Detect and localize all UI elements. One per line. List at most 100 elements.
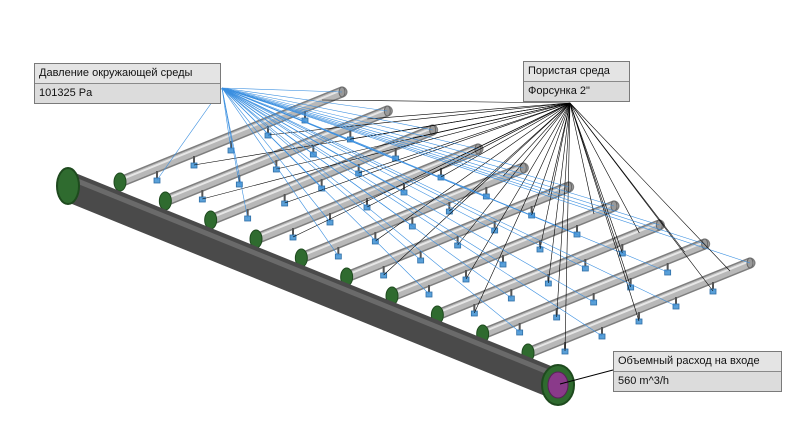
branch-pipe: [204, 124, 439, 230]
nozzle-icon: [153, 177, 161, 184]
branch-pipe-highlight: [527, 260, 751, 352]
ambient-pressure-title: Давление окружающей среды: [39, 67, 193, 79]
leader-line-ambient: [221, 87, 615, 207]
leader-line-ambient: [221, 87, 248, 219]
leader-line-porous: [539, 102, 571, 250]
leader-line-porous: [569, 102, 595, 215]
leader-line-porous: [569, 102, 731, 272]
leader-line-porous: [375, 102, 571, 242]
leader-line-ambient: [221, 87, 479, 150]
nozzle-icon: [454, 242, 462, 249]
nozzle-icon: [264, 132, 272, 139]
nozzle-icon: [289, 234, 297, 241]
header-pipe: [56, 167, 575, 406]
leader-line-ambient: [221, 87, 594, 303]
branch-pipe: [249, 143, 484, 249]
branch-pipe-body: [388, 202, 618, 300]
ambient-pressure-value: 101325 Pa: [35, 83, 220, 103]
leader-line-ambient: [221, 87, 388, 112]
branch-pipe-body: [252, 145, 482, 243]
ambient-pressure-callout: Давление окружающей среды 101325 Pa: [34, 63, 221, 104]
leader-line-porous: [548, 102, 571, 196]
leader-line-ambient: [221, 87, 520, 333]
branch-pipe: [430, 219, 665, 325]
nozzle-icon: [334, 253, 342, 260]
branch-pipe-highlight: [255, 146, 479, 238]
leader-line-ambient: [221, 87, 433, 131]
leader-line-inlet: [559, 369, 614, 385]
leader-line-ambient: [221, 87, 421, 261]
nozzle-icon: [272, 166, 280, 173]
nozzle-icon: [417, 257, 425, 264]
branch-pipe: [385, 200, 620, 306]
nozzle-icon: [664, 269, 672, 276]
leader-line-ambient: [221, 87, 569, 188]
leader-line-porous: [412, 102, 571, 139]
leader-line-porous: [569, 102, 623, 254]
branch-pipe-body: [478, 240, 709, 338]
leader-line-porous: [556, 102, 571, 318]
nozzle-icon: [380, 272, 388, 279]
leader-line-porous: [440, 102, 571, 178]
leader-line-porous: [457, 102, 571, 246]
branch-pipe-highlight: [210, 127, 434, 219]
nozzle-icon: [425, 291, 433, 298]
branch-flange: [158, 191, 172, 211]
leader-line-ambient: [221, 87, 677, 307]
leader-line-ambient: [221, 87, 660, 226]
branch-pipe-highlight: [164, 108, 388, 200]
branch-pipe: [476, 238, 711, 344]
leader-line-porous: [569, 102, 640, 322]
leader-line-porous: [474, 102, 571, 314]
nozzle-icon: [598, 333, 606, 340]
leader-line-ambient: [221, 87, 586, 269]
leader-line-porous: [569, 102, 640, 234]
inlet-flow-callout: Объемный расход на входе 560 m^3/h: [613, 351, 782, 392]
nozzle-icon: [281, 200, 289, 207]
leader-line-ambient: [221, 87, 339, 257]
header-end-flange: [56, 167, 80, 205]
leader-line-porous: [366, 102, 571, 208]
leader-line-porous: [358, 102, 571, 174]
nozzle-icon: [470, 310, 478, 317]
inlet-face: [547, 371, 569, 399]
nozzle-icon: [462, 276, 470, 283]
nozzle-icon: [672, 303, 680, 310]
leader-line-porous: [321, 99, 571, 104]
nozzle-icon: [318, 185, 326, 192]
header-pipe-highlight: [69, 175, 559, 379]
nozzle-icon: [507, 295, 515, 302]
nozzle-icon: [536, 246, 544, 253]
branch-pipe-highlight: [482, 241, 706, 333]
leader-line-porous: [465, 102, 571, 280]
leader-line-ambient: [221, 87, 668, 273]
inlet-flow-value: 560 m^3/h: [614, 371, 781, 391]
branch-pipe-body: [342, 183, 573, 281]
leader-line-ambient: [221, 87, 504, 265]
porous-media-title: Пористая среда: [528, 65, 610, 77]
branch-pipe-body: [297, 164, 528, 262]
branch-pipe-highlight: [436, 222, 660, 314]
nozzle-icon: [244, 215, 252, 222]
leader-line-porous: [202, 102, 571, 200]
branch-pipe-highlight: [391, 203, 615, 295]
nozzle-icon: [581, 265, 589, 272]
inlet-flow-title: Объемный расход на входе: [618, 355, 760, 367]
leader-line-ambient: [221, 87, 705, 245]
leader-line-porous: [564, 102, 571, 352]
leader-line-porous: [569, 102, 631, 288]
callout-leader-lines: [156, 87, 751, 385]
leader-line-porous: [531, 102, 571, 216]
nozzle-icon: [371, 238, 379, 245]
nozzle-icon: [709, 288, 717, 295]
nozzle-icon: [635, 318, 643, 325]
branch-pipe-body: [433, 221, 664, 319]
nozzle-icon: [499, 261, 507, 268]
branch-flange: [113, 172, 127, 192]
leader-line-porous: [350, 102, 571, 140]
branch-pipe-body: [206, 126, 437, 224]
leader-line-porous: [503, 102, 571, 177]
nozzle-icon: [235, 181, 243, 188]
leader-line-ambient: [221, 87, 751, 264]
leader-line-ambient: [221, 87, 343, 93]
